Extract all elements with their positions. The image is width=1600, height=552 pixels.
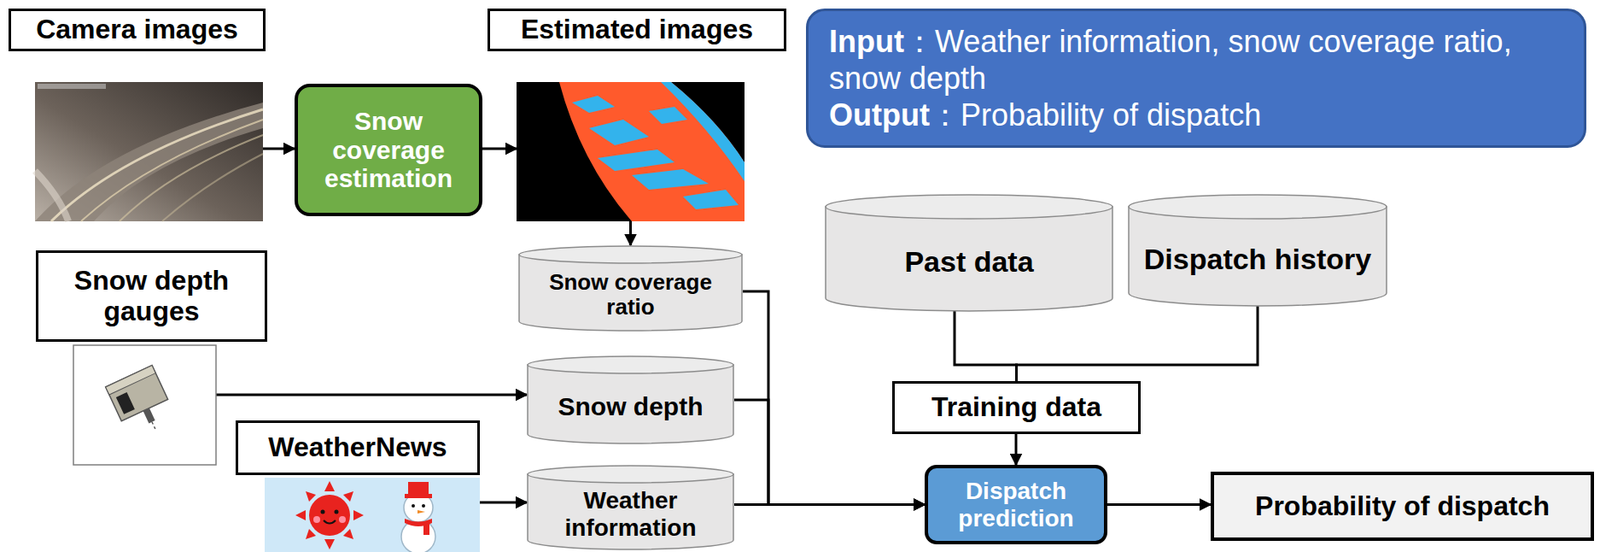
label-box: Snow depth gauges bbox=[35, 250, 268, 342]
text-area: Past data bbox=[824, 219, 1114, 304]
text-area: Snow coverage estimation bbox=[297, 87, 479, 213]
info-key: Output bbox=[829, 97, 930, 133]
node-label: Snow coverage estimation bbox=[306, 106, 471, 193]
text-area: Input：Weather information, snow coverage… bbox=[808, 11, 1584, 146]
info-value: ：Probability of dispatch bbox=[929, 97, 1262, 133]
text-area: Weather information bbox=[526, 483, 735, 544]
node-label: Probability of dispatch bbox=[1255, 490, 1550, 522]
connector bbox=[262, 147, 295, 151]
info-line: Input：Weather information, snow coverage… bbox=[829, 23, 1564, 97]
text-area: Camera images bbox=[11, 11, 263, 49]
connector bbox=[1015, 433, 1018, 465]
node-label: Past data bbox=[904, 245, 1034, 278]
text-area: Probability of dispatch bbox=[1214, 474, 1591, 538]
connector bbox=[1107, 502, 1211, 506]
labelled-picture: Estimated images bbox=[516, 8, 745, 222]
text-area: Dispatch prediction bbox=[928, 467, 1104, 541]
text-area: Snow depth gauges bbox=[38, 252, 265, 339]
data-cylinder: Snow depth bbox=[526, 355, 735, 444]
output-box: Probability of dispatch bbox=[1210, 471, 1595, 541]
info-line: Output：Probability of dispatch bbox=[829, 96, 1262, 134]
camera-photo bbox=[35, 81, 263, 222]
connector bbox=[629, 221, 632, 246]
text-area: WeatherNews bbox=[238, 422, 478, 473]
labelled-picture: Snow depth gauges bbox=[73, 250, 217, 465]
info-key: Input bbox=[829, 23, 905, 59]
node-label: Training data bbox=[931, 391, 1102, 423]
label-box: Estimated images bbox=[487, 8, 787, 52]
estimated-image bbox=[516, 81, 745, 222]
node-label: Dispatch prediction bbox=[936, 477, 1096, 532]
data-cylinder: Snow coverage ratio bbox=[518, 245, 743, 332]
label-box: Camera images bbox=[8, 8, 266, 52]
node-label: Weather information bbox=[535, 486, 726, 541]
node-label: WeatherNews bbox=[268, 432, 447, 463]
text-area: Dispatch history bbox=[1127, 219, 1388, 299]
connector bbox=[482, 147, 517, 151]
info-panel: Input：Weather information, snow coverage… bbox=[805, 8, 1587, 148]
node-label: Estimated images bbox=[520, 14, 754, 46]
connector bbox=[1016, 303, 1259, 381]
data-cylinder: Dispatch history bbox=[1127, 193, 1388, 307]
labelled-picture: WeatherNews bbox=[264, 420, 480, 552]
connector bbox=[479, 501, 527, 504]
weather-panel bbox=[264, 477, 480, 552]
node-label: Dispatch history bbox=[1144, 242, 1372, 275]
text-area: Snow depth bbox=[526, 373, 735, 438]
label-box: WeatherNews bbox=[235, 420, 480, 475]
labelled-picture: Camera images bbox=[35, 8, 263, 222]
gauge-picture bbox=[73, 344, 217, 465]
node-label: Camera images bbox=[35, 14, 239, 46]
process-box: Dispatch prediction bbox=[924, 464, 1108, 544]
node-label: Snow depth bbox=[558, 391, 704, 421]
info-value: ：Weather information, snow coverage rati… bbox=[829, 23, 1513, 96]
text-area: Snow coverage ratio bbox=[518, 263, 743, 326]
node-label: Snow coverage ratio bbox=[526, 269, 735, 320]
process-box: Snow coverage estimation bbox=[294, 83, 483, 217]
data-cylinder: Weather information bbox=[526, 464, 735, 550]
text-area: Training data bbox=[894, 383, 1139, 432]
connector bbox=[734, 502, 925, 506]
process-box: Training data bbox=[892, 380, 1141, 434]
connector bbox=[216, 393, 527, 397]
data-cylinder: Past data bbox=[824, 193, 1114, 312]
node-label: Snow depth gauges bbox=[45, 265, 258, 328]
connector bbox=[954, 308, 1017, 381]
text-area: Estimated images bbox=[490, 11, 784, 49]
